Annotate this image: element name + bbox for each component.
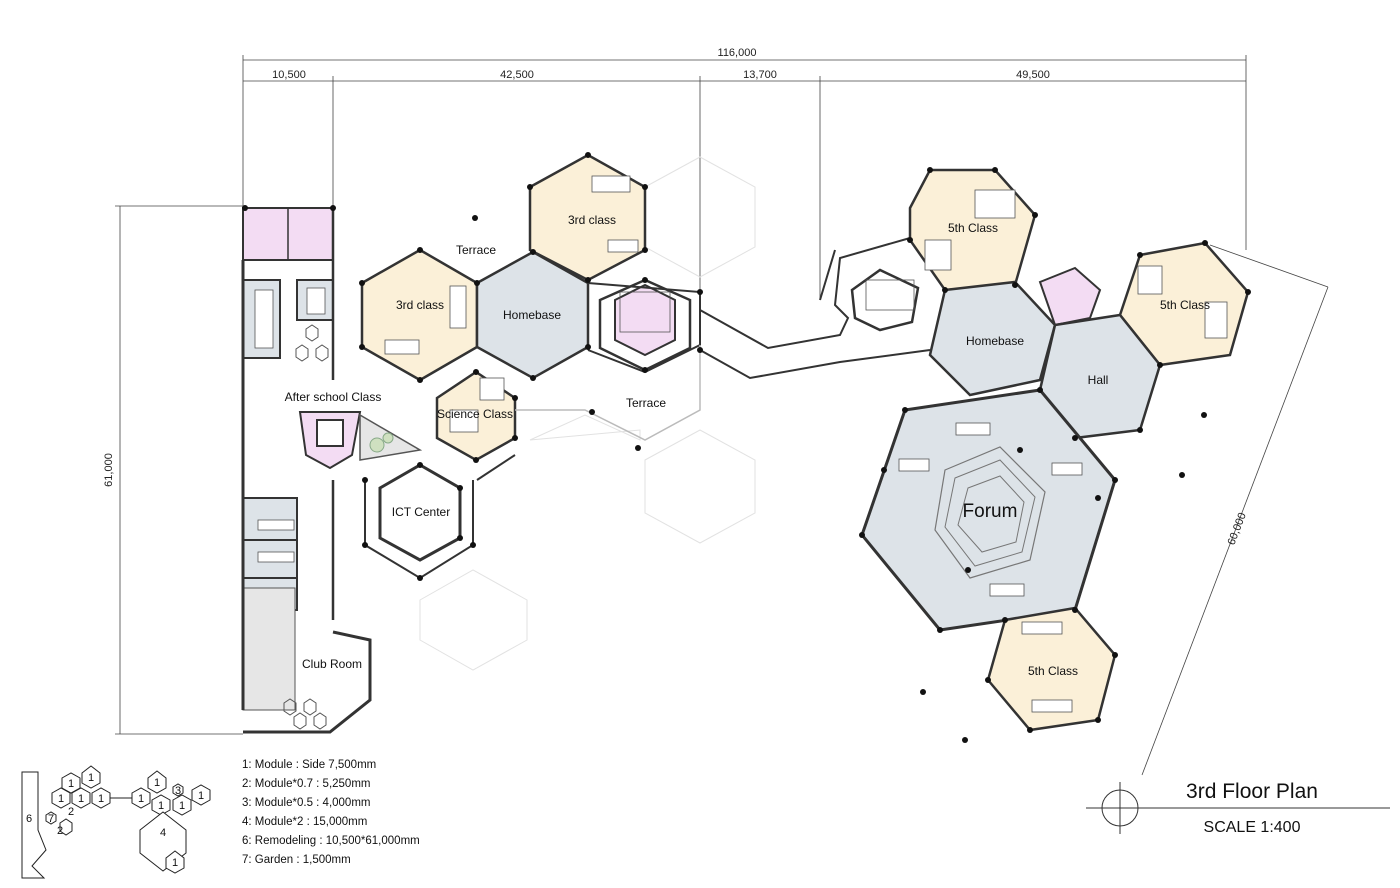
key-seven: 7 bbox=[48, 813, 54, 825]
column-dots bbox=[242, 152, 1251, 743]
legend-line-1: 1: Module : Side 7,500mm bbox=[242, 759, 376, 771]
room-hall: Hall bbox=[1088, 373, 1109, 387]
key-one-e: 1 bbox=[88, 772, 94, 784]
room-labels: 3rd class 3rd class Terrace Terrace Home… bbox=[285, 213, 1210, 678]
room-ict: ICT Center bbox=[392, 505, 450, 519]
room-fifth-top: 5th Class bbox=[948, 221, 998, 235]
drawing-title: 3rd Floor Plan bbox=[1186, 780, 1318, 803]
dim-seg4: 49,500 bbox=[1016, 69, 1050, 81]
legend-line-6: 7: Garden : 1,500mm bbox=[242, 854, 351, 866]
key-three: 3 bbox=[175, 785, 181, 797]
legend-line-4: 4: Module*2 : 15,000mm bbox=[242, 816, 367, 828]
hex-service-right bbox=[1038, 266, 1102, 327]
key-one-j: 1 bbox=[198, 790, 204, 802]
right-hex-cluster bbox=[850, 168, 1250, 732]
furniture-marks bbox=[254, 175, 1228, 713]
key-two-b: 2 bbox=[68, 806, 74, 818]
dim-seg3: 13,700 bbox=[743, 69, 777, 81]
room-third-class-left: 3rd class bbox=[396, 298, 444, 312]
key-one-d: 1 bbox=[68, 778, 74, 790]
key-four: 4 bbox=[160, 827, 166, 839]
key-one-b: 1 bbox=[78, 793, 84, 805]
room-terrace-top: Terrace bbox=[456, 243, 496, 257]
room-homebase-left: Homebase bbox=[503, 308, 561, 322]
key-one-g: 1 bbox=[154, 777, 160, 789]
key-one-c: 1 bbox=[98, 793, 104, 805]
key-two: 2 bbox=[57, 825, 63, 837]
key-one-a: 1 bbox=[58, 793, 64, 805]
dim-left-height: 61,000 bbox=[103, 453, 115, 487]
drawing-scale: SCALE 1:400 bbox=[1204, 819, 1301, 836]
dim-total: 116,000 bbox=[718, 47, 757, 59]
dim-seg2: 42,500 bbox=[500, 69, 534, 81]
key-one-f: 1 bbox=[138, 793, 144, 805]
legend-line-3: 3: Module*0.5 : 4,000mm bbox=[242, 797, 371, 809]
hex-service-mid bbox=[850, 268, 920, 332]
room-fifth-bottom: 5th Class bbox=[1028, 664, 1078, 678]
room-after-school: After school Class bbox=[285, 390, 382, 404]
dim-right-diag: 60,000 bbox=[1226, 511, 1249, 547]
room-fifth-right: 5th Class bbox=[1160, 298, 1210, 312]
room-homebase-right: Homebase bbox=[966, 334, 1024, 348]
dimension-lines bbox=[115, 55, 1329, 776]
key-map bbox=[21, 765, 211, 879]
legend-line-2: 2: Module*0.7 : 5,250mm bbox=[242, 778, 371, 790]
legend-line-5: 6: Remodeling : 10,500*61,000mm bbox=[242, 835, 420, 847]
key-one-h: 1 bbox=[158, 800, 164, 812]
room-forum: Forum bbox=[963, 501, 1018, 522]
corridor bbox=[699, 237, 931, 380]
title-block bbox=[1086, 782, 1390, 834]
module-legend: 1: Module : Side 7,500mm 2: Module*0.7 :… bbox=[242, 759, 420, 866]
room-terrace-bottom: Terrace bbox=[626, 396, 666, 410]
dim-seg1: 10,500 bbox=[272, 69, 306, 81]
room-science: Science Class bbox=[437, 407, 513, 421]
key-one-i: 1 bbox=[179, 800, 185, 812]
key-map-numbers: 1 1 1 1 1 1 1 1 1 1 1 2 2 3 4 6 7 bbox=[26, 772, 204, 869]
key-six: 6 bbox=[26, 813, 32, 825]
key-one-k: 1 bbox=[172, 857, 178, 869]
room-third-class-top: 3rd class bbox=[568, 213, 616, 227]
room-club: Club Room bbox=[302, 657, 362, 671]
